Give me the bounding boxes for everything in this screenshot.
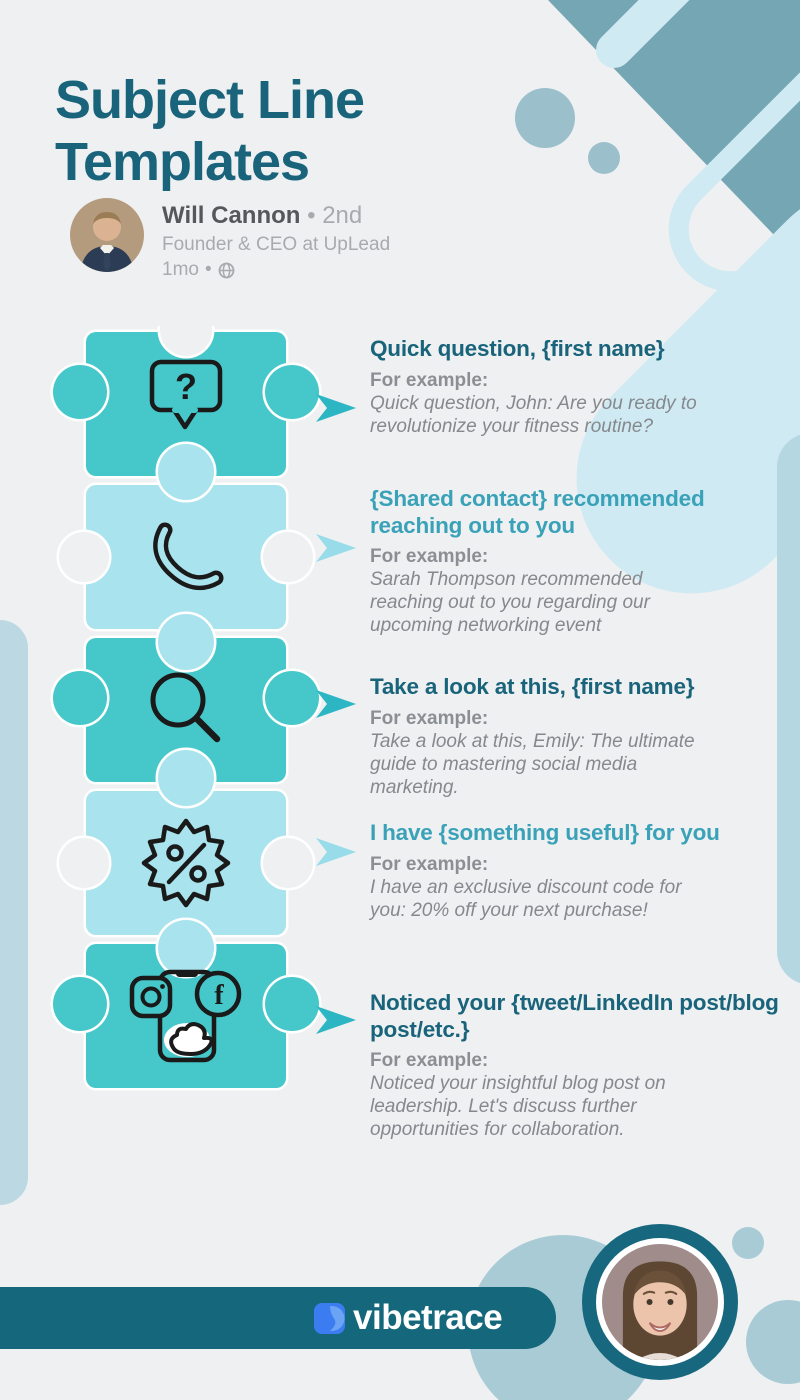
item-example: Take a look at this, Emily: The ultimate… (370, 730, 695, 798)
author-block: Will Cannon • 2nd Founder & CEO at UpLea… (70, 198, 390, 281)
item-heading: {Shared contact} recommended reaching ou… (370, 486, 705, 538)
man-portrait-avatar (70, 198, 144, 272)
arrow-icon-1 (316, 394, 356, 422)
item-example: Sarah Thompson recommended reaching out … (370, 569, 650, 637)
arrow-icon-3 (316, 690, 356, 718)
for-example-label: For example: (370, 1050, 489, 1072)
template-item-4: I have {something useful} for you For ex… (370, 820, 782, 922)
arrow-icon-5 (316, 1006, 356, 1034)
facebook-icon (194, 970, 242, 1018)
instagram-icon (129, 975, 173, 1019)
decor-circle-small (732, 1227, 764, 1259)
magnifier-icon (150, 672, 221, 743)
item-heading: Quick question, {first name} (370, 336, 665, 361)
item-example: Noticed your insightful blog post on lea… (370, 1073, 666, 1141)
small-capsule-shape (596, 0, 700, 68)
author-name-line[interactable]: Will Cannon • 2nd (162, 202, 363, 229)
author-degree: 2nd (322, 202, 363, 229)
social-phone-icon: f (129, 969, 242, 1063)
twitter-bird-icon (169, 1022, 214, 1056)
outline-capsule-shape (668, 28, 800, 292)
template-item-5: Noticed your {tweet/LinkedIn post/blog p… (370, 990, 782, 1142)
arrow-icon-4 (316, 838, 356, 866)
puzzle-piece-2 (83, 482, 289, 632)
arrow-icon-2 (316, 534, 356, 562)
post-time: 1mo (162, 259, 199, 280)
item-heading: Take a look at this, {first name} (370, 674, 695, 699)
item-heading: I have {something useful} for you (370, 820, 720, 845)
woman-portrait-avatar (602, 1244, 718, 1360)
decor-circle-medium (746, 1300, 800, 1384)
item-heading: Noticed your {tweet/LinkedIn post/blog p… (370, 990, 779, 1042)
for-example-label: For example: (370, 853, 489, 875)
item-example: I have an exclusive discount code for yo… (370, 876, 682, 921)
author-name: Will Cannon (162, 202, 301, 229)
footer-bar: vibetrace (0, 1287, 556, 1349)
left-rail-shape (0, 620, 28, 1205)
puzzle-column: ? f (50, 326, 322, 1091)
for-example-label: For example: (370, 707, 489, 729)
question-bubble-icon: ? (149, 359, 223, 430)
vibetrace-logo[interactable]: vibetrace (314, 1298, 503, 1338)
phone-icon (153, 522, 224, 591)
globe-icon (218, 262, 235, 278)
photo-ring (596, 1238, 724, 1366)
item-example: Quick question, John: Are you ready to r… (370, 392, 697, 437)
template-item-2: {Shared contact} recommended reaching ou… (370, 486, 782, 638)
vibetrace-logo-icon (314, 1302, 345, 1334)
template-item-1: Quick question, {first name} For example… (370, 336, 782, 438)
author-headline: Founder & CEO at UpLead (162, 234, 391, 255)
svg-text:?: ? (175, 366, 197, 407)
decor-circle (588, 142, 620, 174)
author-meta: 1mo • (162, 259, 390, 281)
logo-text: vibetrace (353, 1298, 503, 1337)
teal-band-shape (548, 0, 800, 262)
template-item-3: Take a look at this, {first name} For ex… (370, 674, 782, 799)
for-example-label: For example: (370, 546, 489, 568)
for-example-label: For example: (370, 369, 489, 391)
svg-text:f: f (214, 980, 224, 1011)
discount-star-icon (141, 818, 231, 908)
page-title: Subject Line Templates (55, 70, 365, 192)
author-avatar[interactable] (70, 198, 144, 272)
